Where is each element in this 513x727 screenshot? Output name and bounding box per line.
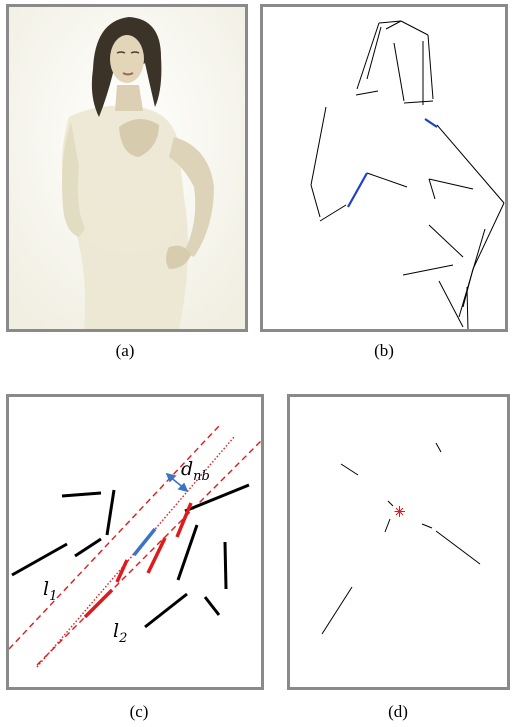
segment-inband (83, 588, 114, 619)
segment (223, 541, 228, 590)
segment (472, 202, 505, 270)
segment (403, 100, 434, 104)
label-l1: l1 (43, 578, 57, 604)
caption-d: (d) (388, 702, 408, 721)
label-l2: l2 (113, 620, 127, 646)
segment (61, 491, 102, 498)
segment-highlighted (347, 172, 368, 208)
segment (385, 20, 402, 30)
segments-d-black (321, 442, 481, 635)
label-dnb: dnb (181, 458, 210, 484)
segment-inband (175, 502, 193, 538)
segment (321, 586, 353, 635)
segment (340, 463, 359, 476)
segment (402, 264, 454, 276)
segments-b-canvas (310, 20, 505, 329)
segment (74, 537, 102, 558)
distance-arrow (165, 472, 189, 493)
segment (366, 172, 408, 188)
segment-highlighted (424, 118, 438, 128)
segments-c-red (83, 502, 193, 619)
caption-a: (a) (115, 341, 135, 360)
segment (438, 280, 464, 328)
segment-inband (115, 559, 129, 583)
segment (355, 90, 379, 96)
segment (428, 224, 464, 258)
segment (435, 530, 481, 565)
segment (184, 483, 250, 513)
panel-a-photo (6, 4, 248, 332)
caption-b: (b) (374, 341, 394, 360)
segments-c-black (11, 483, 250, 629)
center-star (394, 506, 405, 517)
segments-d-canvas (321, 442, 481, 635)
segments-b-black (310, 20, 505, 329)
segment (466, 286, 469, 329)
segment (393, 42, 405, 102)
segment (387, 500, 394, 507)
segment (310, 184, 321, 218)
segment (428, 178, 474, 190)
segment (384, 518, 391, 533)
segment (421, 523, 433, 529)
dashed-line-l1 (9, 425, 220, 650)
segments-b-highlighted (347, 118, 438, 208)
dashed-line-l2 (36, 440, 261, 666)
segment (356, 22, 380, 90)
segment (378, 20, 402, 24)
panel-d-filtered-segments (287, 394, 510, 690)
segment (11, 542, 68, 577)
segment-reference (132, 527, 157, 557)
segment (310, 106, 327, 186)
segment-inband (146, 537, 167, 574)
segment (400, 20, 429, 36)
segment (105, 489, 116, 536)
diagram-c-canvas: dnb l1 l2 (9, 425, 261, 668)
segment (435, 442, 442, 453)
segment (366, 26, 382, 80)
segment (176, 524, 199, 581)
segment (428, 178, 436, 200)
segment (436, 124, 505, 204)
segment (427, 34, 434, 100)
dashed-bounds (9, 425, 261, 668)
caption-c: (c) (129, 702, 149, 721)
portrait-photo (9, 7, 245, 329)
segment (144, 592, 188, 629)
segment (462, 268, 474, 308)
panel-c-neighborhood-diagram: dnb l1 l2 (6, 394, 264, 690)
segment (203, 596, 221, 616)
segment (319, 204, 347, 222)
panel-b-line-segments (260, 4, 508, 332)
